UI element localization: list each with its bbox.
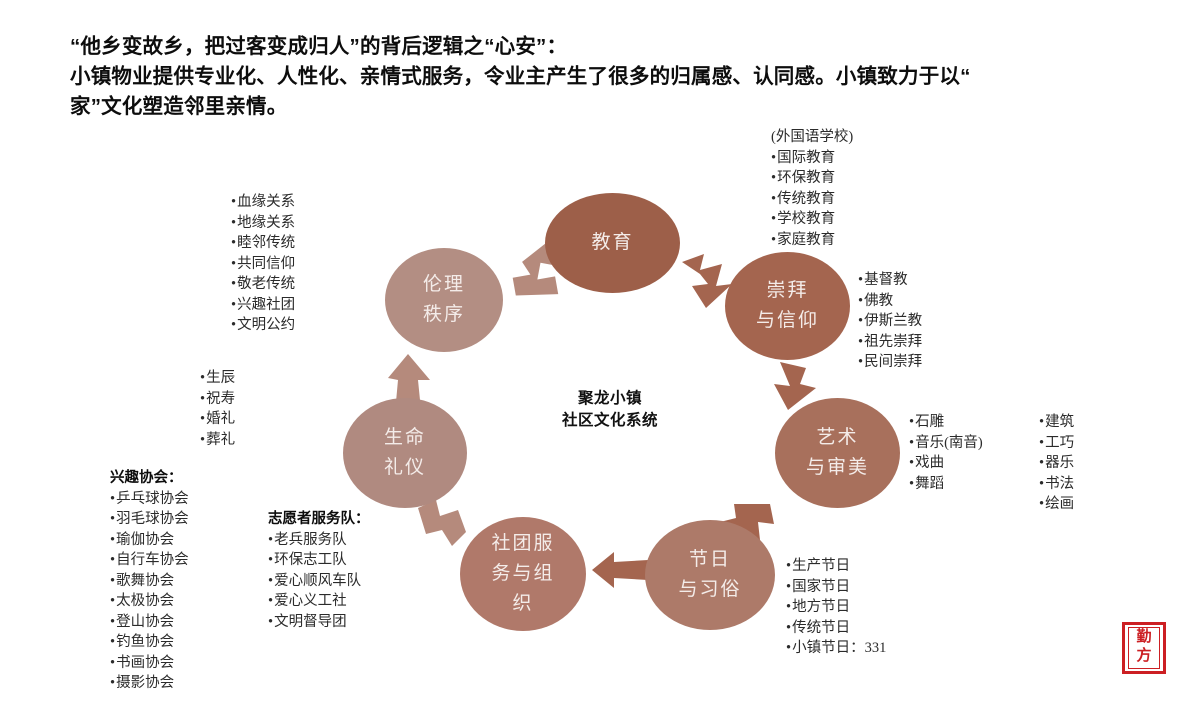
list-item: 工巧 (1039, 433, 1074, 454)
list-item: 传统教育 (771, 189, 853, 210)
arrow-life-to-ethics (386, 352, 432, 406)
annotation-volunteer-title: 志愿者服务队： (268, 511, 370, 527)
diagram-center-label: 聚龙小镇 社区文化系统 (515, 388, 705, 432)
list-item: 伊斯兰教 (858, 311, 922, 332)
seal-char-1: 勤 (1136, 629, 1152, 645)
list-item: 兴趣社团 (231, 295, 295, 316)
list-item: 爱心顺风车队 (268, 571, 370, 592)
annotation-education-head: (外国语学校) (771, 129, 854, 145)
list-item: 国际教育 (771, 148, 853, 169)
list-item: 环保教育 (771, 168, 853, 189)
list-item: 生辰 (200, 368, 235, 389)
list-item: 石雕 (909, 412, 983, 433)
list-item: 书画协会 (110, 653, 189, 674)
list-item: 摄影协会 (110, 673, 189, 694)
arrow-faith-to-art (768, 358, 820, 414)
annotation-education-list: 国际教育 环保教育 传统教育 学校教育 家庭教育 (771, 148, 853, 251)
list-item: 葬礼 (200, 430, 235, 451)
list-item: 爱心义工社 (268, 591, 370, 612)
node-faith[interactable]: 崇拜 与信仰 (725, 252, 850, 360)
list-item: 太极协会 (110, 591, 189, 612)
list-item: 自行车协会 (110, 550, 189, 571)
node-life-ritual[interactable]: 生命 礼仪 (343, 398, 467, 508)
list-item: 绘画 (1039, 494, 1074, 515)
list-item: 钓鱼协会 (110, 632, 189, 653)
node-education[interactable]: 教育 (545, 193, 680, 293)
list-item: 书法 (1039, 474, 1074, 495)
list-item: 登山协会 (110, 612, 189, 633)
annotation-faith-list: 基督教 佛教 伊斯兰教 祖先崇拜 民间崇拜 (858, 270, 922, 373)
list-item: 乒乓球协会 (110, 489, 189, 510)
list-item: 婚礼 (200, 409, 235, 430)
list-item: 祖先崇拜 (858, 332, 922, 353)
annotation-volunteer-list: 老兵服务队 环保志工队 爱心顺风车队 爱心义工社 文明督导团 (268, 530, 370, 633)
list-item: 血缘关系 (231, 192, 295, 213)
annotation-art-column-1: 石雕 音乐(南音) 戏曲 舞蹈 (909, 412, 983, 494)
list-item: 老兵服务队 (268, 530, 370, 551)
list-item: 敬老传统 (231, 274, 295, 295)
list-item: 文明督导团 (268, 612, 370, 633)
list-item: 地方节日 (786, 597, 886, 618)
list-item: 民间崇拜 (858, 352, 922, 373)
annotation-art-column-2: 建筑 工巧 器乐 书法 绘画 (1039, 412, 1074, 515)
annotation-festival-list: 生产节日 国家节日 地方节日 传统节日 小镇节日：331 (786, 556, 886, 659)
list-item: 地缘关系 (231, 213, 295, 234)
seal-stamp-logo: 勤 方 (1122, 622, 1166, 674)
list-item: 环保志工队 (268, 550, 370, 571)
node-ethics[interactable]: 伦理 秩序 (385, 248, 503, 352)
annotation-life-ritual: 生辰 祝寿 婚礼 葬礼 (200, 368, 235, 450)
annotation-education: (外国语学校) 国际教育 环保教育 传统教育 学校教育 家庭教育 (771, 127, 853, 250)
list-item: 舞蹈 (909, 474, 983, 495)
list-item: 建筑 (1039, 412, 1074, 433)
arrow-education-to-faith (678, 252, 740, 314)
seal-inner: 勤 方 (1128, 627, 1160, 669)
node-festival[interactable]: 节日 与习俗 (645, 520, 775, 630)
list-item: 器乐 (1039, 453, 1074, 474)
annotation-ethics-list: 血缘关系 地缘关系 睦邻传统 共同信仰 敬老传统 兴趣社团 文明公约 (231, 192, 295, 336)
list-item: 生产节日 (786, 556, 886, 577)
list-item: 佛教 (858, 291, 922, 312)
list-item: 传统节日 (786, 618, 886, 639)
list-item: 家庭教育 (771, 230, 853, 251)
annotation-ethics: 血缘关系 地缘关系 睦邻传统 共同信仰 敬老传统 兴趣社团 文明公约 (231, 192, 295, 336)
page-title: “他乡变故乡，把过客变成归人”的背后逻辑之“心安”： 小镇物业提供专业化、人性化… (70, 32, 1130, 122)
list-item: 学校教育 (771, 209, 853, 230)
list-item: 音乐(南音) (909, 433, 983, 454)
list-item: 瑜伽协会 (110, 530, 189, 551)
node-art[interactable]: 艺术 与审美 (775, 398, 900, 508)
annotation-life-list: 生辰 祝寿 婚礼 葬礼 (200, 368, 235, 450)
arrow-org-to-life (412, 498, 470, 552)
annotation-art-list-1: 石雕 音乐(南音) 戏曲 舞蹈 (909, 412, 983, 494)
node-organization[interactable]: 社团服 务与组 织 (460, 517, 586, 631)
annotation-hobby-list: 乒乓球协会 羽毛球协会 瑜伽协会 自行车协会 歌舞协会 太极协会 登山协会 钓鱼… (110, 489, 189, 694)
list-item: 戏曲 (909, 453, 983, 474)
heading-line-1: “他乡变故乡，把过客变成归人”的背后逻辑之“心安”： (70, 35, 568, 58)
annotation-hobby: 兴趣协会： 乒乓球协会 羽毛球协会 瑜伽协会 自行车协会 歌舞协会 太极协会 登… (110, 468, 189, 694)
annotation-faith: 基督教 佛教 伊斯兰教 祖先崇拜 民间崇拜 (858, 270, 922, 373)
arrow-festival-to-org (592, 548, 650, 592)
list-item: 共同信仰 (231, 254, 295, 275)
list-item: 基督教 (858, 270, 922, 291)
annotation-hobby-title: 兴趣协会： (110, 470, 183, 486)
list-item: 文明公约 (231, 315, 295, 336)
list-item: 歌舞协会 (110, 571, 189, 592)
center-label-line-2: 社区文化系统 (561, 412, 658, 429)
annotation-art-list-2: 建筑 工巧 器乐 书法 绘画 (1039, 412, 1074, 515)
center-label-line-1: 聚龙小镇 (577, 390, 642, 407)
list-item: 祝寿 (200, 389, 235, 410)
annotation-festival: 生产节日 国家节日 地方节日 传统节日 小镇节日：331 (786, 556, 886, 659)
list-item: 羽毛球协会 (110, 509, 189, 530)
seal-char-2: 方 (1136, 648, 1152, 664)
list-item: 国家节日 (786, 577, 886, 598)
heading-line-3: 家”文化塑造邻里亲情。 (70, 95, 288, 118)
heading-line-2: 小镇物业提供专业化、人性化、亲情式服务，令业主产生了很多的归属感、认同感。小镇致… (70, 65, 971, 88)
list-item: 睦邻传统 (231, 233, 295, 254)
list-item: 小镇节日：331 (786, 638, 886, 659)
annotation-volunteer: 志愿者服务队： 老兵服务队 环保志工队 爱心顺风车队 爱心义工社 文明督导团 (268, 509, 370, 632)
